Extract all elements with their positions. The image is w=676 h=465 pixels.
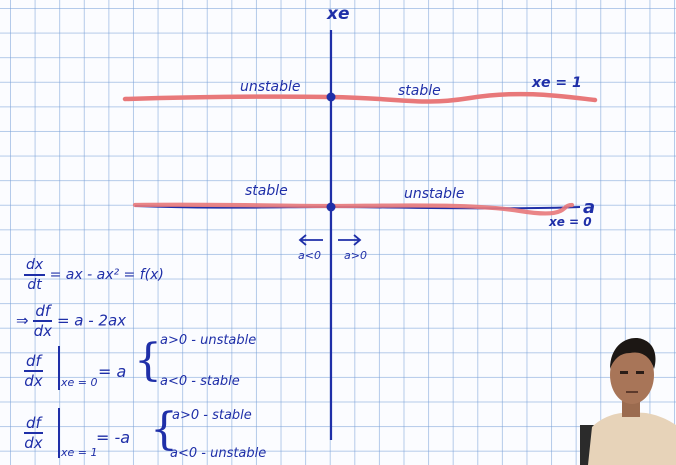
upper-left-stability-label: unstable [240, 79, 301, 95]
presenter-video [580, 338, 676, 465]
eval-at-zero: df dx [24, 352, 43, 390]
lower-highlight-line [132, 202, 575, 216]
eval0-case-positive: a>0 - unstable [160, 333, 257, 348]
lower-line-label: xe = 0 [549, 215, 592, 229]
derivative-fraction: df dx [33, 302, 53, 340]
eval0-numerator: df [24, 352, 43, 372]
upper-equilibrium-dot [326, 92, 336, 102]
ode-lhs-denominator: dt [27, 277, 42, 293]
eval1-case-negative: a<0 - unstable [170, 446, 267, 461]
eval0-denominator: dx [24, 372, 43, 390]
eval1-denominator: dx [24, 434, 43, 452]
derivative-rhs: = a - 2ax [56, 311, 127, 330]
right-arrow [338, 234, 362, 246]
upper-line-label: xe = 1 [532, 75, 582, 91]
lower-right-stability-label: unstable [404, 186, 465, 202]
lower-equilibrium-dot [326, 202, 336, 212]
eval0-brace: { [134, 335, 162, 386]
right-arrow-label: a>0 [344, 249, 367, 262]
eval0-rhs: = a [98, 362, 127, 381]
eval-at-one: df dx [24, 414, 43, 452]
lower-left-stability-label: stable [245, 183, 288, 199]
ode-rhs: = ax - ax² = f(x) [49, 267, 164, 283]
left-arrow [298, 234, 323, 246]
ode-equation: dx dt = ax - ax² = f(x) [24, 256, 164, 294]
eval1-subscript: xe = 1 [61, 446, 98, 459]
eval0-subscript: xe = 0 [61, 376, 98, 389]
eval0-case-negative: a<0 - stable [160, 374, 240, 389]
implies-symbol: ⇒ [16, 311, 29, 330]
y-axis-label: xe [327, 4, 350, 24]
eval1-numerator: df [24, 414, 43, 434]
upper-highlight-line [122, 91, 598, 104]
ode-lhs-fraction: dx dt [24, 256, 46, 294]
eval0-bar [58, 346, 60, 390]
left-arrow-label: a<0 [298, 249, 321, 262]
eval0-fraction: df dx [24, 352, 43, 390]
eval1-bar [58, 408, 60, 458]
eval1-case-positive: a>0 - stable [172, 408, 252, 423]
ode-lhs-numerator: dx [24, 256, 46, 276]
derivative-numerator: df [33, 302, 53, 322]
eval1-rhs: = -a [96, 428, 131, 447]
derivative-equation: ⇒ df dx = a - 2ax [16, 302, 126, 340]
x-axis-label: a [583, 197, 596, 218]
eval1-fraction: df dx [24, 414, 43, 452]
upper-right-stability-label: stable [398, 83, 441, 99]
derivative-denominator: dx [33, 322, 52, 340]
eval1-brace: { [150, 404, 178, 455]
